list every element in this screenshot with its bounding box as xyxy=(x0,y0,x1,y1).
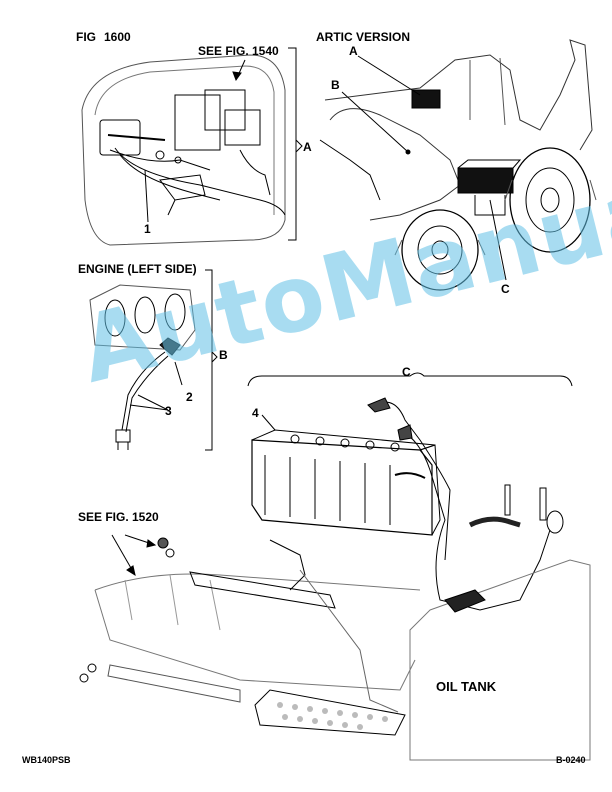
footer-left-code: WB140PSB xyxy=(22,755,71,765)
footer-right-code: B-0240 xyxy=(556,755,586,765)
engine-left-side-heading: ENGINE (LEFT SIDE) xyxy=(78,262,197,276)
figure-label: FIG xyxy=(76,30,96,44)
callout-a-bracket: A xyxy=(303,140,312,154)
callout-item-1: 1 xyxy=(144,222,151,236)
callout-item-4: 4 xyxy=(252,406,259,420)
figure-number: 1600 xyxy=(104,30,131,44)
callout-c-artic: C xyxy=(501,282,510,296)
lower-frame-detail xyxy=(79,534,591,761)
callout-b-artic: B xyxy=(331,78,340,92)
callout-item-2: 2 xyxy=(186,390,193,404)
dashboard-wiring-detail xyxy=(81,47,303,246)
callout-item-3: 3 xyxy=(165,404,172,418)
artic-version-heading: ARTIC VERSION xyxy=(316,30,411,44)
see-figure-1540-ref: SEE FIG. 1540 xyxy=(198,44,279,58)
backhoe-loader-illustration xyxy=(319,39,597,291)
callout-c-bracket: C xyxy=(402,365,411,379)
see-figure-1520-ref: SEE FIG. 1520 xyxy=(78,510,159,524)
battery-detail xyxy=(247,372,573,611)
engine-sensor-detail xyxy=(89,269,218,451)
callout-b-bracket: B xyxy=(219,348,228,362)
oil-tank-label: OIL TANK xyxy=(436,679,497,694)
callout-a-artic: A xyxy=(349,44,358,58)
